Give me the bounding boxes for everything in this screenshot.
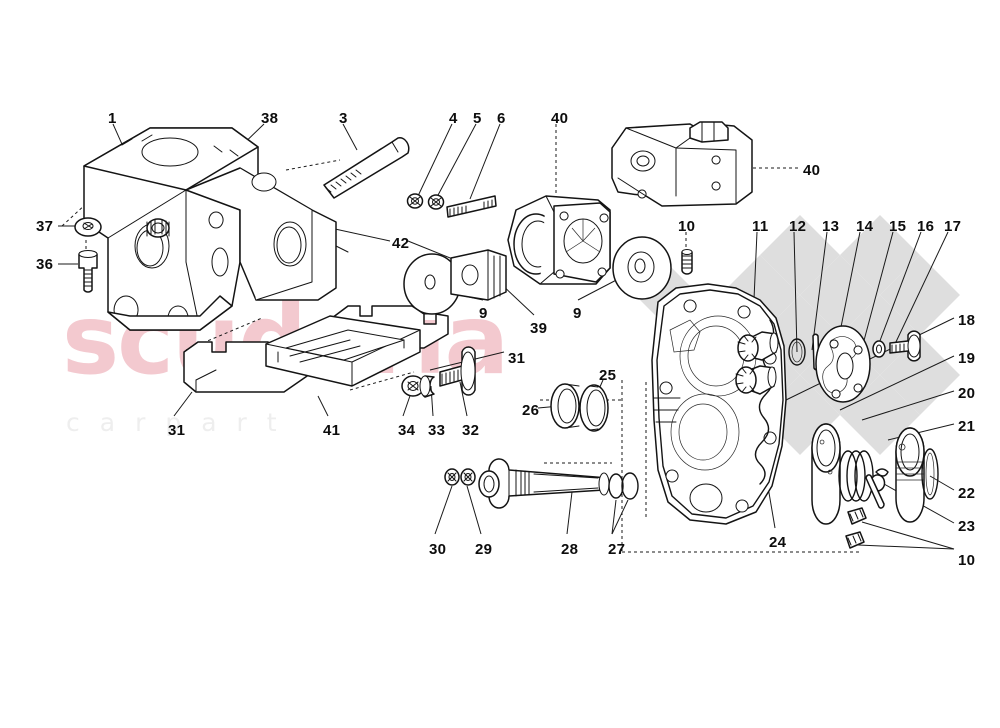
part-1-bearing-bush: [146, 218, 170, 238]
part-18-cylinder-liner: [811, 423, 841, 525]
part-16-cover-bolt: [889, 330, 921, 362]
callout-14: 14: [856, 218, 874, 235]
callout-5: 5: [473, 110, 482, 127]
callout-10-lower: 10: [958, 552, 976, 569]
callout-21: 21: [958, 418, 976, 435]
part-38-main-support-bracket: [83, 127, 349, 331]
callout-3: 3: [339, 110, 348, 127]
part-36-hex-bolt-short: [78, 250, 98, 293]
callout-25: 25: [599, 367, 617, 384]
part-33-spacer-collar: [419, 375, 435, 398]
callout-34: 34: [398, 422, 416, 439]
part-23-gudgeon-pin: [865, 474, 885, 509]
callout-26: 26: [522, 402, 540, 419]
callout-20: 20: [958, 385, 976, 402]
callout-1: 1: [108, 110, 117, 127]
callout-15: 15: [889, 218, 907, 235]
part-41-slide-rail-plate: [265, 315, 421, 387]
callout-11: 11: [752, 218, 769, 235]
callout-12: 12: [789, 218, 807, 235]
part-40-mounting-block: [611, 121, 753, 207]
callout-40-right: 40: [803, 162, 821, 179]
callout-38: 38: [261, 110, 279, 127]
callout-24: 24: [769, 534, 787, 551]
part-30-washer-tiny: [444, 468, 460, 486]
part-9-thrust-washer-right: [612, 236, 672, 300]
callout-30: 30: [429, 541, 447, 558]
callout-33: 33: [428, 422, 446, 439]
part-10-dowel-plug-lower-b: [845, 531, 865, 549]
callout-41: 41: [323, 422, 341, 439]
part-4-lock-washer: [406, 193, 424, 209]
callout-37: 37: [36, 218, 54, 235]
callout-17: 17: [944, 218, 962, 235]
callout-6: 6: [497, 110, 506, 127]
part-14-pump-cover-plate: [815, 325, 871, 403]
part-9-thrust-washer-left: [403, 253, 461, 315]
part-25-bearing-shell-upper: [579, 384, 609, 432]
callout-42: 42: [392, 235, 410, 252]
callout-22: 22: [958, 485, 976, 502]
part-37-flat-washer: [74, 217, 102, 237]
part-12-o-ring-seal: [788, 338, 806, 366]
callout-32: 32: [462, 422, 480, 439]
callout-19: 19: [958, 350, 976, 367]
part-29-nut-small: [460, 468, 476, 486]
callout-28: 28: [561, 541, 579, 558]
part-28-oil-pickup-tube: [478, 458, 610, 509]
part-42-pump-body-housing: [507, 195, 611, 285]
callout-9-left: 9: [479, 305, 488, 322]
part-6-threaded-stud: [446, 195, 497, 218]
part-22-piston-ring-outer: [921, 448, 939, 500]
callout-23: 23: [958, 518, 976, 535]
part-26-bearing-shell-lower: [550, 383, 580, 429]
callout-9-right: 9: [573, 305, 582, 322]
callout-18: 18: [958, 312, 976, 329]
part-21-piston-assembly: [895, 427, 925, 523]
part-32-flange-bolt: [439, 346, 476, 396]
part-10-dowel-plug-upper: [681, 249, 693, 275]
callout-10-upper: 10: [678, 218, 696, 235]
callout-40-top: 40: [551, 110, 569, 127]
part-19-piston-ring-set: [838, 450, 874, 502]
callout-29: 29: [475, 541, 493, 558]
callout-39: 39: [530, 320, 548, 337]
part-10-dowel-plug-lower-a: [847, 507, 867, 525]
callout-36: 36: [36, 256, 54, 273]
callout-31-upper: 31: [508, 350, 526, 367]
callout-13: 13: [822, 218, 840, 235]
callout-4: 4: [449, 110, 458, 127]
part-15-washer-small: [872, 340, 886, 358]
callout-16: 16: [917, 218, 935, 235]
callout-31-lower: 31: [168, 422, 186, 439]
part-39-rubber-mount-bush: [450, 249, 507, 301]
part-3-long-hex-bolt: [323, 137, 410, 199]
callout-27: 27: [608, 541, 626, 558]
part-5-plain-washer: [427, 194, 445, 210]
part-11-pump-gear-shaft-lower: [735, 365, 777, 395]
part-11-pump-gear-shaft-upper: [737, 331, 779, 362]
part-27-o-ring-pair: [608, 472, 639, 500]
part-24-crankcase-housing: [651, 283, 787, 525]
part-34-flat-washer: [401, 375, 425, 397]
